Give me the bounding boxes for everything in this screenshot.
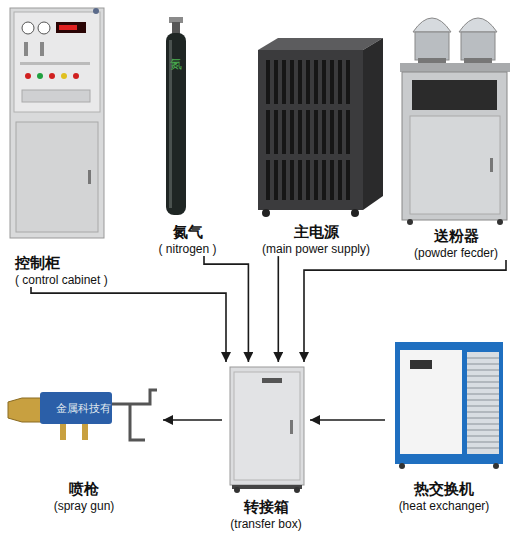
connector-arrow	[310, 419, 385, 421]
connector-arrow	[31, 287, 226, 362]
english-label: ( nitrogen )	[150, 242, 225, 256]
spray-gun-drawing	[8, 390, 157, 440]
heat-exchanger-drawing	[395, 342, 503, 469]
powder-feeder-drawing	[400, 18, 510, 225]
english-label: (spray gun)	[5, 499, 163, 513]
english-label: (main power supply)	[250, 242, 382, 256]
chinese-label: 主电源	[250, 223, 382, 242]
english-label: (powder fecder)	[400, 246, 512, 260]
cylinder-marking: 氮	[170, 56, 182, 73]
chinese-label: 喷枪	[5, 480, 163, 499]
power-supply-drawing	[258, 38, 383, 217]
equipment-node: 控制柜( control cabinet )	[5, 5, 130, 287]
equipment-node: 热交换机(heat exchanger)	[385, 338, 503, 513]
connector-arrow	[163, 419, 222, 421]
transfer-box-drawing	[230, 367, 304, 493]
equipment-node: 送粉器(powder fecder)	[400, 5, 512, 260]
equipment-node: 转接箱(transfer box)	[222, 362, 310, 531]
nitrogen-cylinder-drawing	[166, 17, 186, 215]
english-label: ( control cabinet )	[15, 273, 130, 287]
watermark: 金属科技有	[56, 401, 111, 416]
control-cabinet-drawing	[10, 8, 104, 238]
english-label: (heat exchanger)	[385, 499, 503, 513]
connector-arrow	[204, 256, 248, 362]
chinese-label: 转接箱	[222, 498, 310, 517]
equipment-node: 喷枪(spray gun)	[5, 380, 163, 513]
connector-arrow	[277, 256, 279, 362]
chinese-label: 热交换机	[385, 480, 503, 499]
chinese-label: 送粉器	[400, 227, 512, 246]
equipment-node: 主电源(main power supply)	[250, 35, 382, 256]
chinese-label: 氮气	[150, 223, 225, 242]
connector-arrow	[304, 260, 506, 362]
english-label: (transfer box)	[222, 517, 310, 531]
equipment-node: 氮气( nitrogen )	[150, 18, 225, 256]
chinese-label: 控制柜	[15, 254, 130, 273]
